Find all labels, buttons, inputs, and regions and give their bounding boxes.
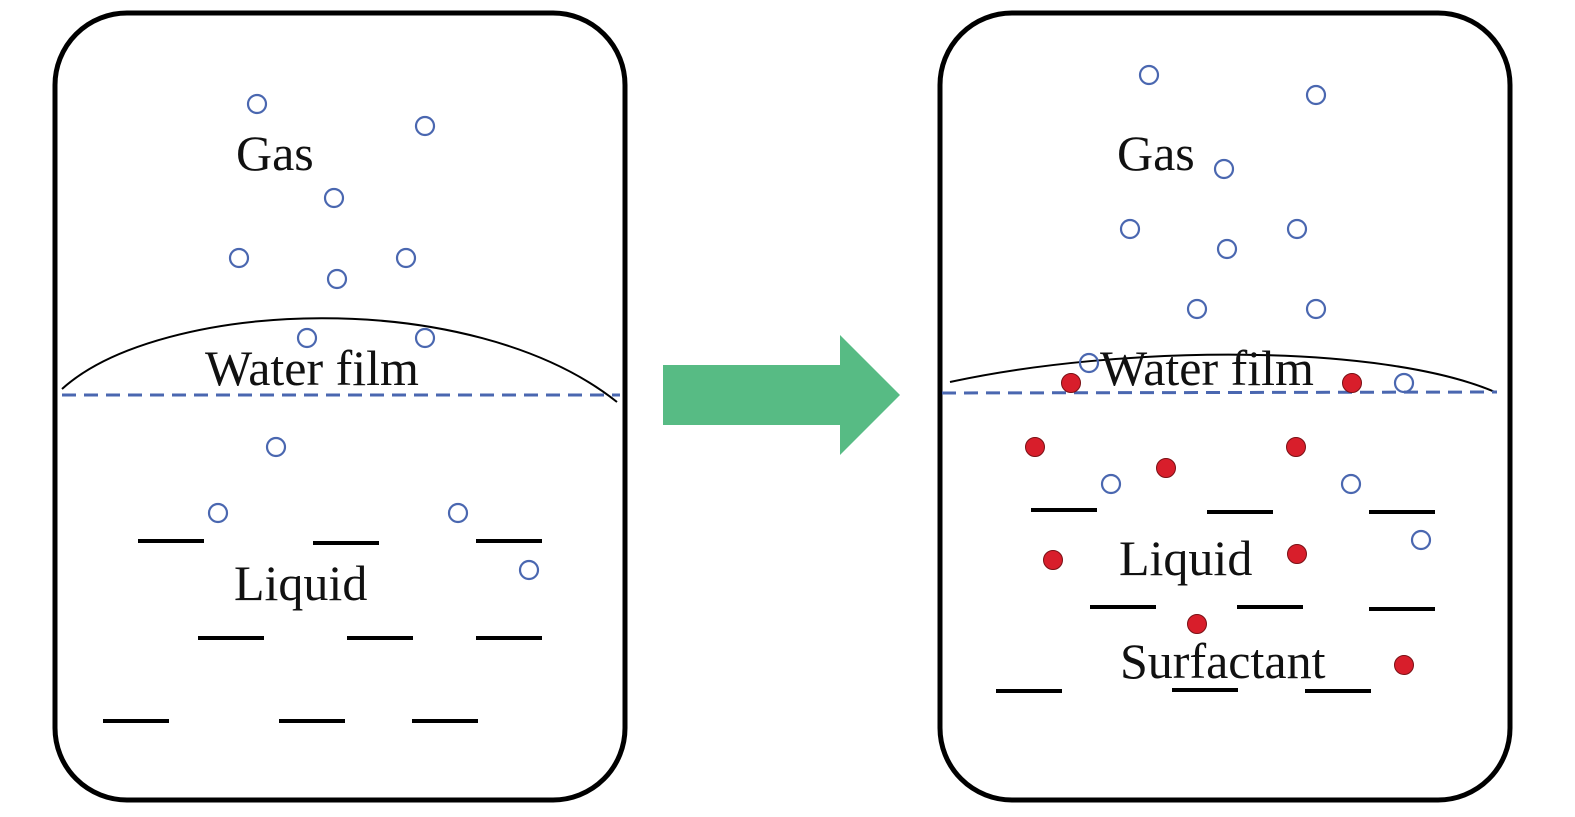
left-gas-bubbles <box>207 93 540 581</box>
surfactant-particle-icon <box>1043 550 1063 570</box>
gas-bubble-icon <box>246 93 268 115</box>
gas-bubble-icon <box>1213 158 1235 180</box>
gas-bubble-icon <box>1216 238 1238 260</box>
surfactant-particle-icon <box>1342 373 1362 393</box>
left-container-frame <box>52 10 628 803</box>
gas-bubble-icon <box>395 247 417 269</box>
gas-bubble-icon <box>265 436 287 458</box>
left-liquid-molecules <box>103 539 542 723</box>
gas-bubble-icon <box>1410 529 1432 551</box>
left-liquid-label: Liquid <box>234 555 367 611</box>
right-surfactant-particles <box>1025 373 1414 675</box>
left-panel: Gas Water film Liquid <box>52 10 628 803</box>
gas-bubble-icon <box>1340 473 1362 495</box>
gas-bubble-icon <box>1305 84 1327 106</box>
gas-bubble-icon <box>1286 218 1308 240</box>
gas-bubble-icon <box>296 327 318 349</box>
gas-bubble-icon <box>1138 64 1160 86</box>
gas-bubble-icon <box>1305 298 1327 320</box>
transition-arrow-icon <box>663 335 900 455</box>
surfactant-particle-icon <box>1287 544 1307 564</box>
surfactant-particle-icon <box>1286 437 1306 457</box>
right-liquid-label: Liquid <box>1119 530 1252 586</box>
surfactant-particle-icon <box>1394 655 1414 675</box>
left-gas-label: Gas <box>236 125 314 181</box>
left-water-film-label: Water film <box>205 340 419 396</box>
gas-bubble-icon <box>326 268 348 290</box>
gas-bubble-icon <box>207 502 229 524</box>
right-gas-bubbles <box>1078 64 1432 551</box>
gas-bubble-icon <box>323 187 345 209</box>
surfactant-particle-icon <box>1025 437 1045 457</box>
left-water-film-curve <box>61 317 618 403</box>
gas-bubble-icon <box>518 559 540 581</box>
gas-bubble-icon <box>1100 473 1122 495</box>
right-surfactant-label: Surfactant <box>1120 633 1326 689</box>
gas-bubble-icon <box>447 502 469 524</box>
surfactant-particle-icon <box>1187 614 1207 634</box>
surfactant-particle-icon <box>1061 373 1081 393</box>
right-container-frame <box>937 10 1513 803</box>
gas-bubble-icon <box>1119 218 1141 240</box>
right-water-film-label: Water film <box>1100 340 1314 396</box>
right-panel: Gas Water film Liquid Surfactant <box>937 10 1513 803</box>
gas-bubble-icon <box>228 247 250 269</box>
right-gas-label: Gas <box>1117 125 1195 181</box>
gas-bubble-icon <box>1186 298 1208 320</box>
gas-bubble-icon <box>1393 372 1415 394</box>
right-water-film-curve <box>949 353 1496 393</box>
gas-bubble-icon <box>1078 352 1100 374</box>
gas-bubble-icon <box>414 327 436 349</box>
surfactant-particle-icon <box>1156 458 1176 478</box>
gas-bubble-icon <box>414 115 436 137</box>
right-liquid-molecules <box>996 508 1435 693</box>
